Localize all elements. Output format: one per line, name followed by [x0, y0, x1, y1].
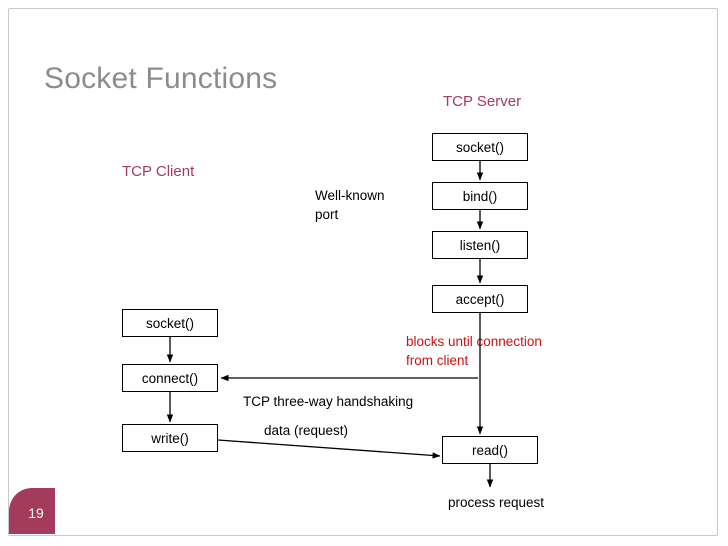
server-box-accept: accept(): [432, 285, 528, 313]
note-blocks-line1: blocks until connection: [406, 334, 542, 349]
note-well-known-port-line2: port: [315, 207, 339, 222]
page-number-text: 19: [28, 505, 44, 521]
tcp-server-heading: TCP Server: [443, 93, 522, 110]
note-well-known-port-line1: Well-known: [315, 188, 385, 203]
note-process-request: process request: [448, 495, 545, 510]
slide-border: [8, 8, 718, 536]
note-data-request: data (request): [264, 423, 349, 438]
server-box-socket: socket(): [432, 133, 528, 161]
note-blocks-line2: from client: [406, 353, 469, 368]
tcp-client-heading: TCP Client: [122, 163, 195, 180]
client-box-connect: connect(): [122, 364, 218, 392]
client-box-socket: socket(): [122, 309, 218, 337]
page-number-badge: 19: [9, 488, 55, 534]
client-box-write: write(): [122, 424, 218, 452]
server-box-listen: listen(): [432, 231, 528, 259]
note-handshaking: TCP three-way handshaking: [243, 394, 414, 409]
server-box-read: read(): [442, 436, 538, 464]
server-box-bind: bind(): [432, 182, 528, 210]
page-title: Socket Functions: [44, 62, 278, 95]
